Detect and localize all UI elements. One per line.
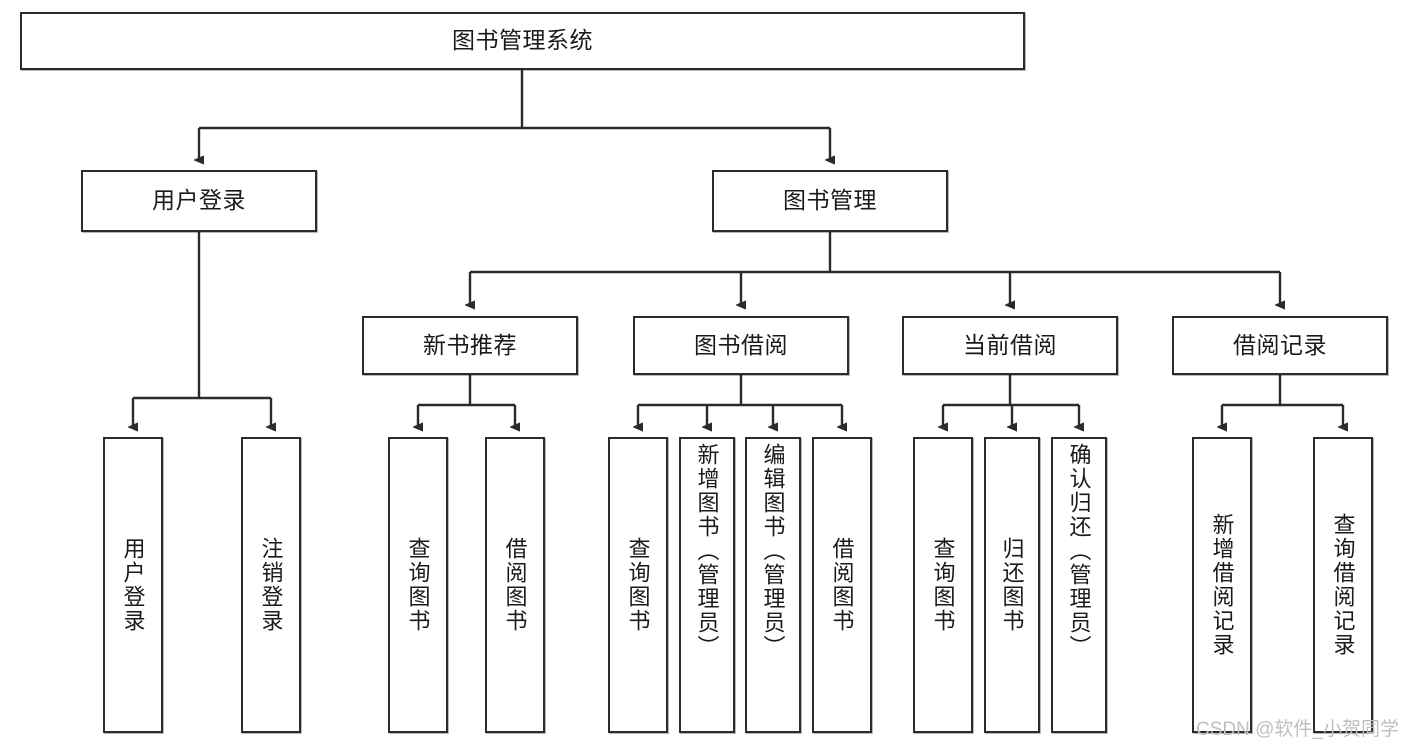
leaf-return-book-label: 归还图书 [999,537,1025,633]
leaf-query-book-a-label: 查询图书 [405,537,431,633]
leaf-edit-book-label: 编辑图书（管理员） [760,443,786,659]
leaf-logout-label: 注销登录 [258,537,284,633]
node-book-manage-label: 图书管理 [783,187,877,214]
leaf-user-login-label: 用户登录 [120,537,146,633]
leaf-query-book-a[interactable]: 查询图书 [388,437,448,733]
leaf-query-book-b-label: 查询图书 [625,537,651,633]
node-borrow-record-label: 借阅记录 [1233,331,1327,358]
leaf-confirm-return[interactable]: 确认归还（管理员） [1051,437,1107,733]
node-root-label: 图书管理系统 [452,27,593,54]
node-user-login-label: 用户登录 [152,187,246,214]
node-borrow-record[interactable]: 借阅记录 [1172,316,1388,375]
node-new-book-recommend-label: 新书推荐 [423,331,517,358]
leaf-logout[interactable]: 注销登录 [241,437,301,733]
node-current-borrow-label: 当前借阅 [963,331,1057,358]
node-current-borrow[interactable]: 当前借阅 [902,316,1118,375]
leaf-query-book-b[interactable]: 查询图书 [608,437,668,733]
node-book-manage[interactable]: 图书管理 [712,170,948,232]
node-new-book-recommend[interactable]: 新书推荐 [362,316,578,375]
node-root[interactable]: 图书管理系统 [20,12,1025,70]
node-book-borrow[interactable]: 图书借阅 [633,316,849,375]
leaf-query-record[interactable]: 查询借阅记录 [1313,437,1373,733]
leaf-return-book[interactable]: 归还图书 [984,437,1040,733]
leaf-add-record-label: 新增借阅记录 [1209,513,1235,657]
leaf-add-book[interactable]: 新增图书（管理员） [679,437,735,733]
leaf-query-book-c[interactable]: 查询图书 [913,437,973,733]
leaf-confirm-return-label: 确认归还（管理员） [1066,443,1092,659]
leaf-borrow-book-b[interactable]: 借阅图书 [812,437,872,733]
leaf-user-login[interactable]: 用户登录 [103,437,163,733]
csdn-watermark: CSDN @软件_小贺同学 [1196,719,1399,740]
leaf-edit-book[interactable]: 编辑图书（管理员） [745,437,801,733]
leaf-query-book-c-label: 查询图书 [930,537,956,633]
leaf-borrow-book-b-label: 借阅图书 [829,537,855,633]
leaf-borrow-book-a-label: 借阅图书 [502,537,528,633]
leaf-query-record-label: 查询借阅记录 [1330,513,1356,657]
leaf-borrow-book-a[interactable]: 借阅图书 [485,437,545,733]
leaf-add-book-label: 新增图书（管理员） [694,443,720,659]
node-book-borrow-label: 图书借阅 [694,331,788,358]
node-user-login[interactable]: 用户登录 [81,170,317,232]
leaf-add-record[interactable]: 新增借阅记录 [1192,437,1252,733]
